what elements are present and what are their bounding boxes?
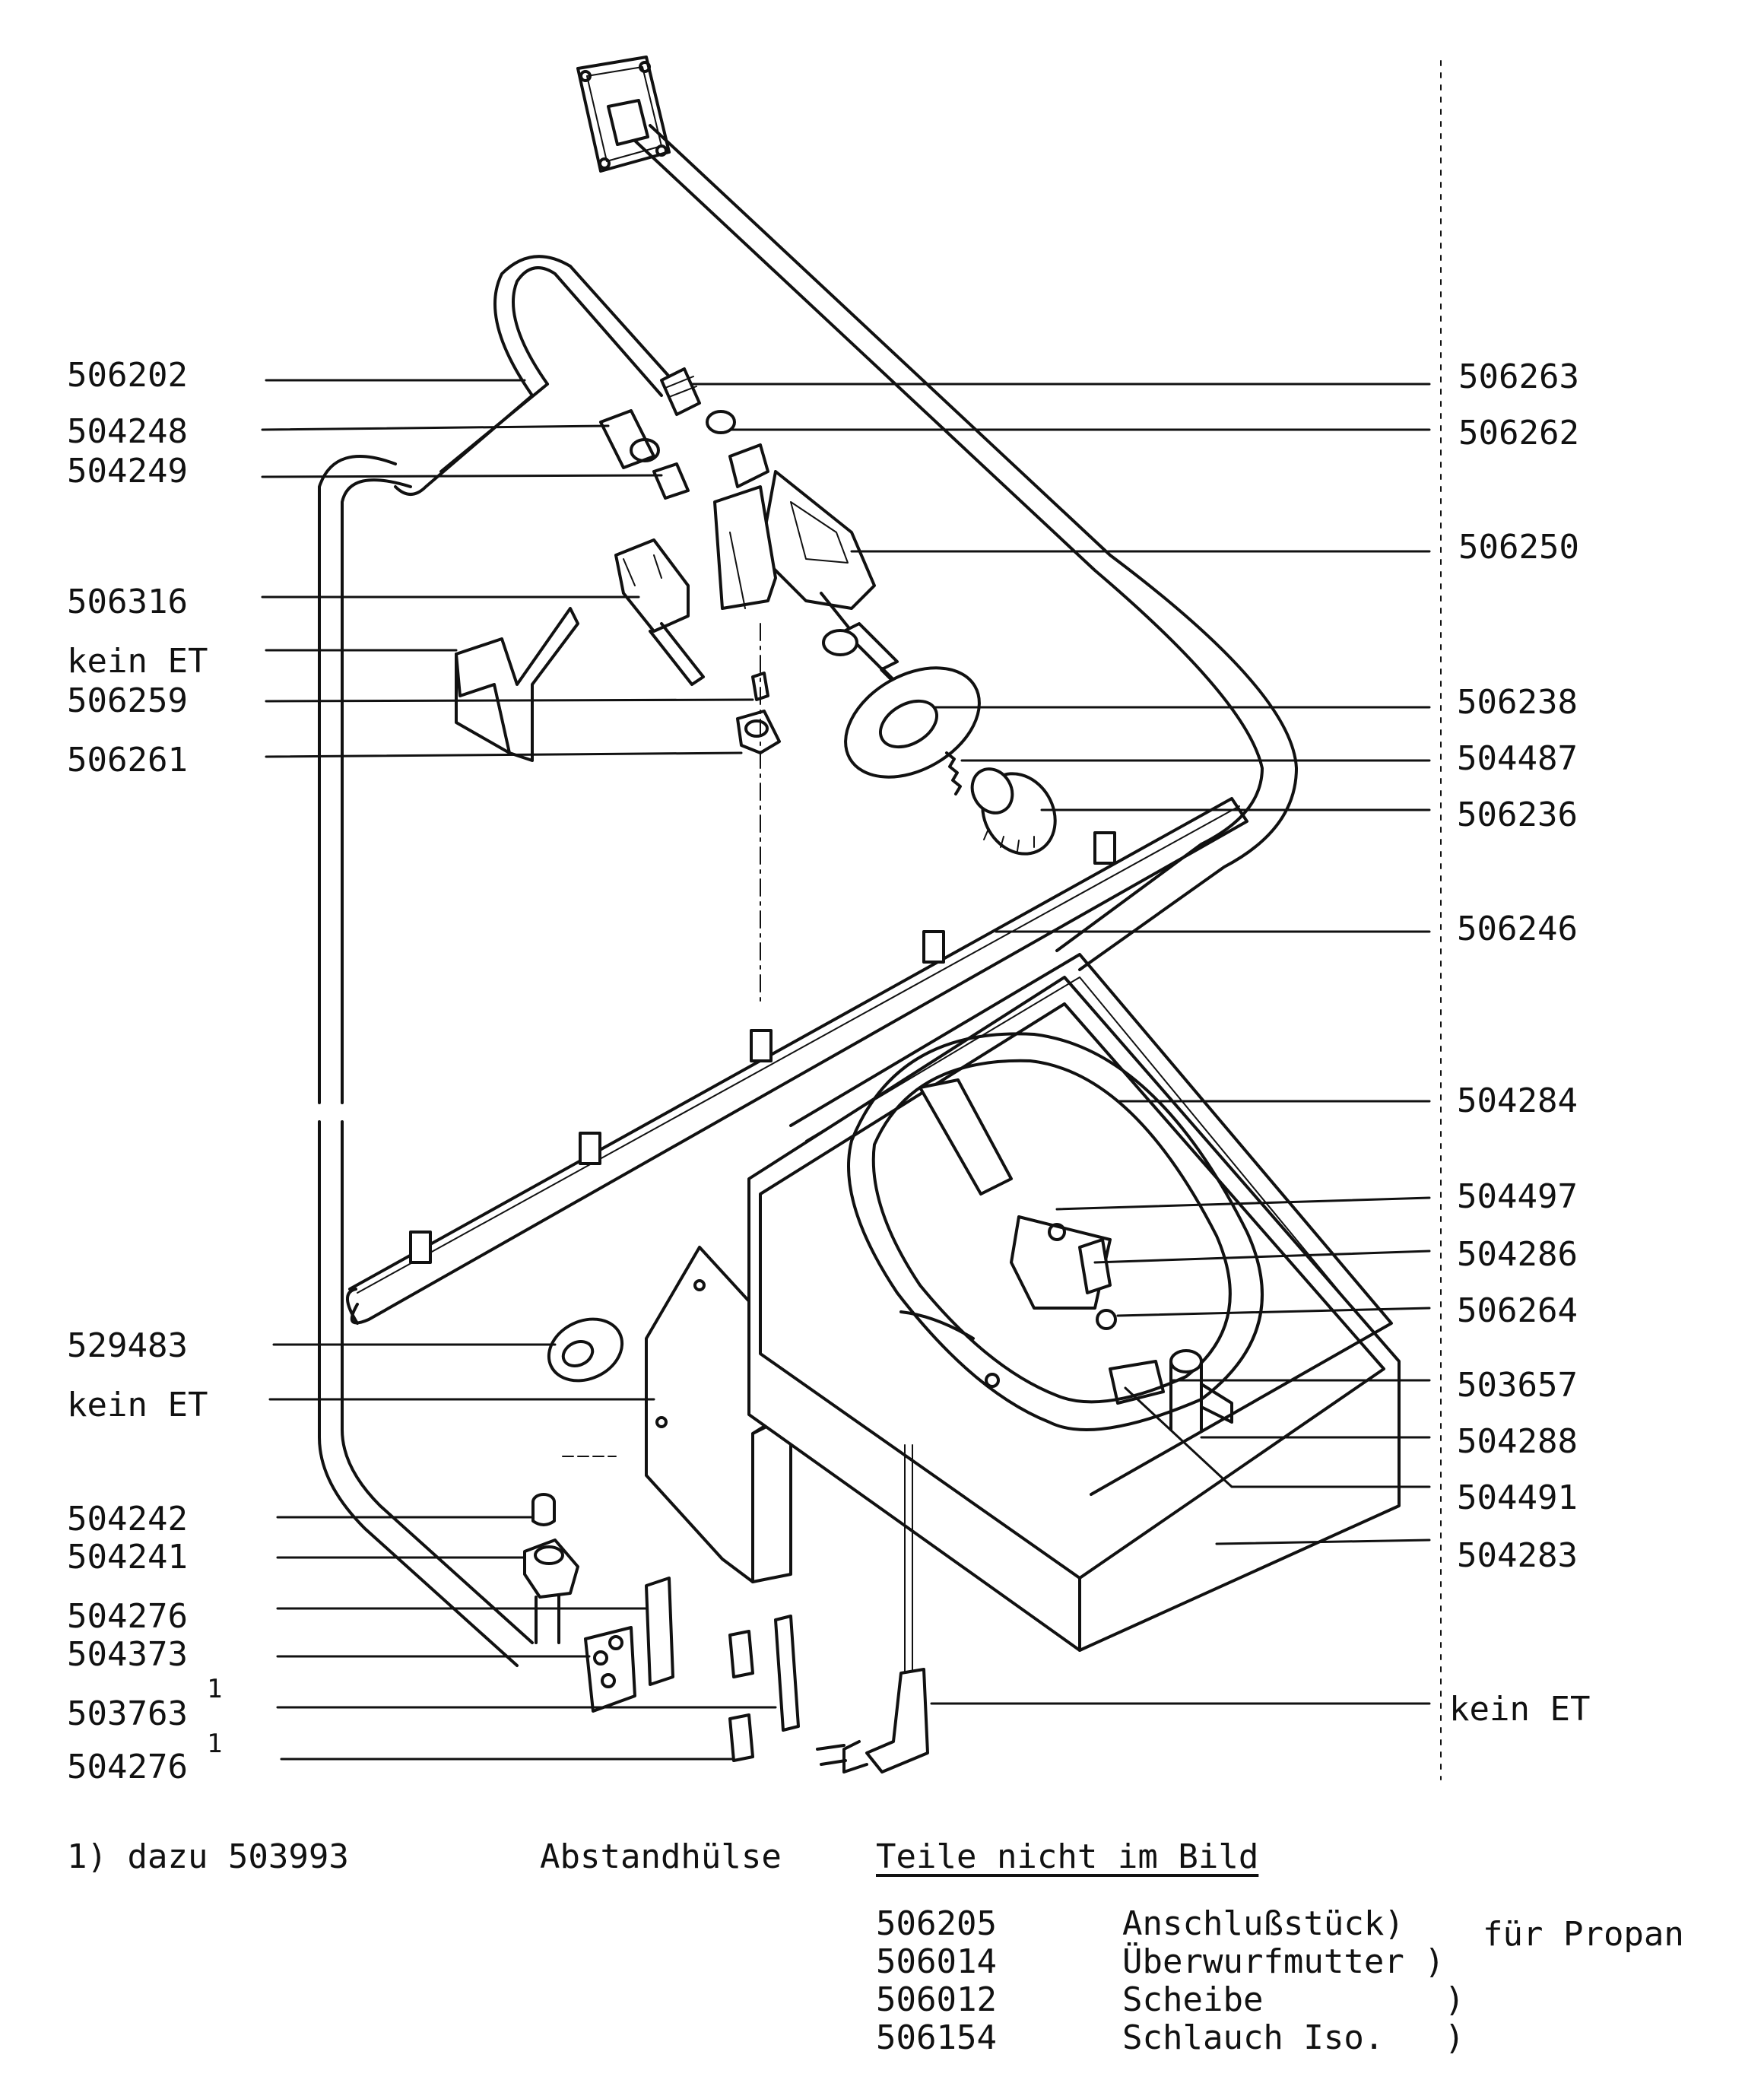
spring-504487 <box>945 751 962 795</box>
footnote-mark-504276: 1 <box>207 1729 223 1759</box>
label-506238: 506238 <box>1457 683 1578 722</box>
label-503763: 503763 <box>67 1694 188 1733</box>
label-504276-b: 504276 <box>67 1748 188 1786</box>
label-kein-et-1: kein ET <box>67 642 208 681</box>
label-504373: 504373 <box>67 1635 188 1674</box>
frame-504284 <box>789 953 1393 1496</box>
label-504283: 504283 <box>1457 1536 1578 1575</box>
extra-part-number-1: 506205 <box>876 1904 997 1943</box>
knob-506236 <box>970 767 1057 856</box>
gas-valve <box>728 443 930 717</box>
footnote-text: 1) dazu 503993 <box>67 1837 349 1876</box>
nut-504241 <box>523 1539 579 1644</box>
spacer-529483 <box>547 1317 624 1383</box>
fitting-504242 <box>531 1493 556 1526</box>
ring-506262 <box>706 410 736 434</box>
parts-not-shown-heading: Teile nicht im Bild <box>876 1837 1259 1876</box>
extra-part-number-2: 506014 <box>876 1942 997 1981</box>
bracket-503763 <box>728 1615 800 1732</box>
footnote-mark-503763: 1 <box>207 1674 223 1704</box>
burner-ring <box>847 1032 1264 1431</box>
mounting-plate-top <box>576 56 671 173</box>
label-504288: 504288 <box>1457 1422 1578 1461</box>
fitting-506263 <box>660 367 701 416</box>
label-506246: 506246 <box>1457 910 1578 948</box>
ring-plate-506238 <box>844 666 981 779</box>
nut-506261 <box>736 710 781 754</box>
bracket-504276b <box>728 1713 754 1762</box>
label-504249: 504249 <box>67 452 188 491</box>
label-506263: 506263 <box>1458 357 1579 396</box>
label-504241: 504241 <box>67 1538 188 1577</box>
label-506250: 506250 <box>1458 528 1579 567</box>
extra-part-number-3: 506012 <box>876 1980 997 2019</box>
gas-pipe-main <box>633 124 1298 971</box>
label-506262: 506262 <box>1458 414 1579 453</box>
power-plug <box>816 1444 929 1774</box>
extra-part-name-1: Anschlußstück) <box>1122 1904 1404 1943</box>
label-506259: 506259 <box>67 681 188 720</box>
label-504286: 504286 <box>1457 1235 1578 1274</box>
microswitch <box>614 538 705 686</box>
footnote-part-name: Abstandhülse <box>540 1837 782 1876</box>
propane-note: für Propan <box>1483 1915 1684 1954</box>
leader-lines-left <box>261 379 777 1761</box>
nut-504248 <box>599 409 660 469</box>
extra-part-name-3: Scheibe ) <box>1122 1980 1465 2019</box>
label-504497: 504497 <box>1457 1177 1578 1216</box>
label-504276: 504276 <box>67 1597 188 1636</box>
label-506236: 506236 <box>1457 795 1578 834</box>
label-529483: 529483 <box>67 1326 188 1365</box>
left-vertical-pipe <box>318 455 534 1667</box>
jets <box>409 831 1116 1264</box>
label-504491: 504491 <box>1457 1478 1578 1517</box>
extra-part-name-2: Überwurfmutter ) <box>1122 1942 1445 1981</box>
label-kein-et-3: kein ET <box>1449 1690 1591 1729</box>
extra-part-number-4: 506154 <box>876 2018 997 2057</box>
igniter-block <box>584 1577 674 1713</box>
label-503657: 503657 <box>1457 1366 1578 1405</box>
label-506202: 506202 <box>67 356 188 395</box>
bracket-kein-et <box>455 607 579 762</box>
screw-506259 <box>751 672 769 701</box>
leader-lines-right <box>690 383 1431 1705</box>
label-504242: 504242 <box>67 1500 188 1539</box>
burner-rail <box>346 797 1248 1325</box>
extra-part-name-4: Schlauch Iso. ) <box>1122 2018 1465 2057</box>
burner-parts <box>899 1215 1233 1431</box>
label-506264: 506264 <box>1457 1291 1578 1330</box>
label-504248: 504248 <box>67 412 188 451</box>
tray-504283 <box>747 976 1401 1652</box>
label-506316: 506316 <box>67 583 188 621</box>
label-kein-et-2: kein ET <box>67 1386 208 1424</box>
valve-bracket <box>713 485 777 610</box>
label-504487: 504487 <box>1457 739 1578 778</box>
label-504284: 504284 <box>1457 1081 1578 1120</box>
nipple-504249 <box>652 462 690 500</box>
label-506261: 506261 <box>67 741 188 780</box>
